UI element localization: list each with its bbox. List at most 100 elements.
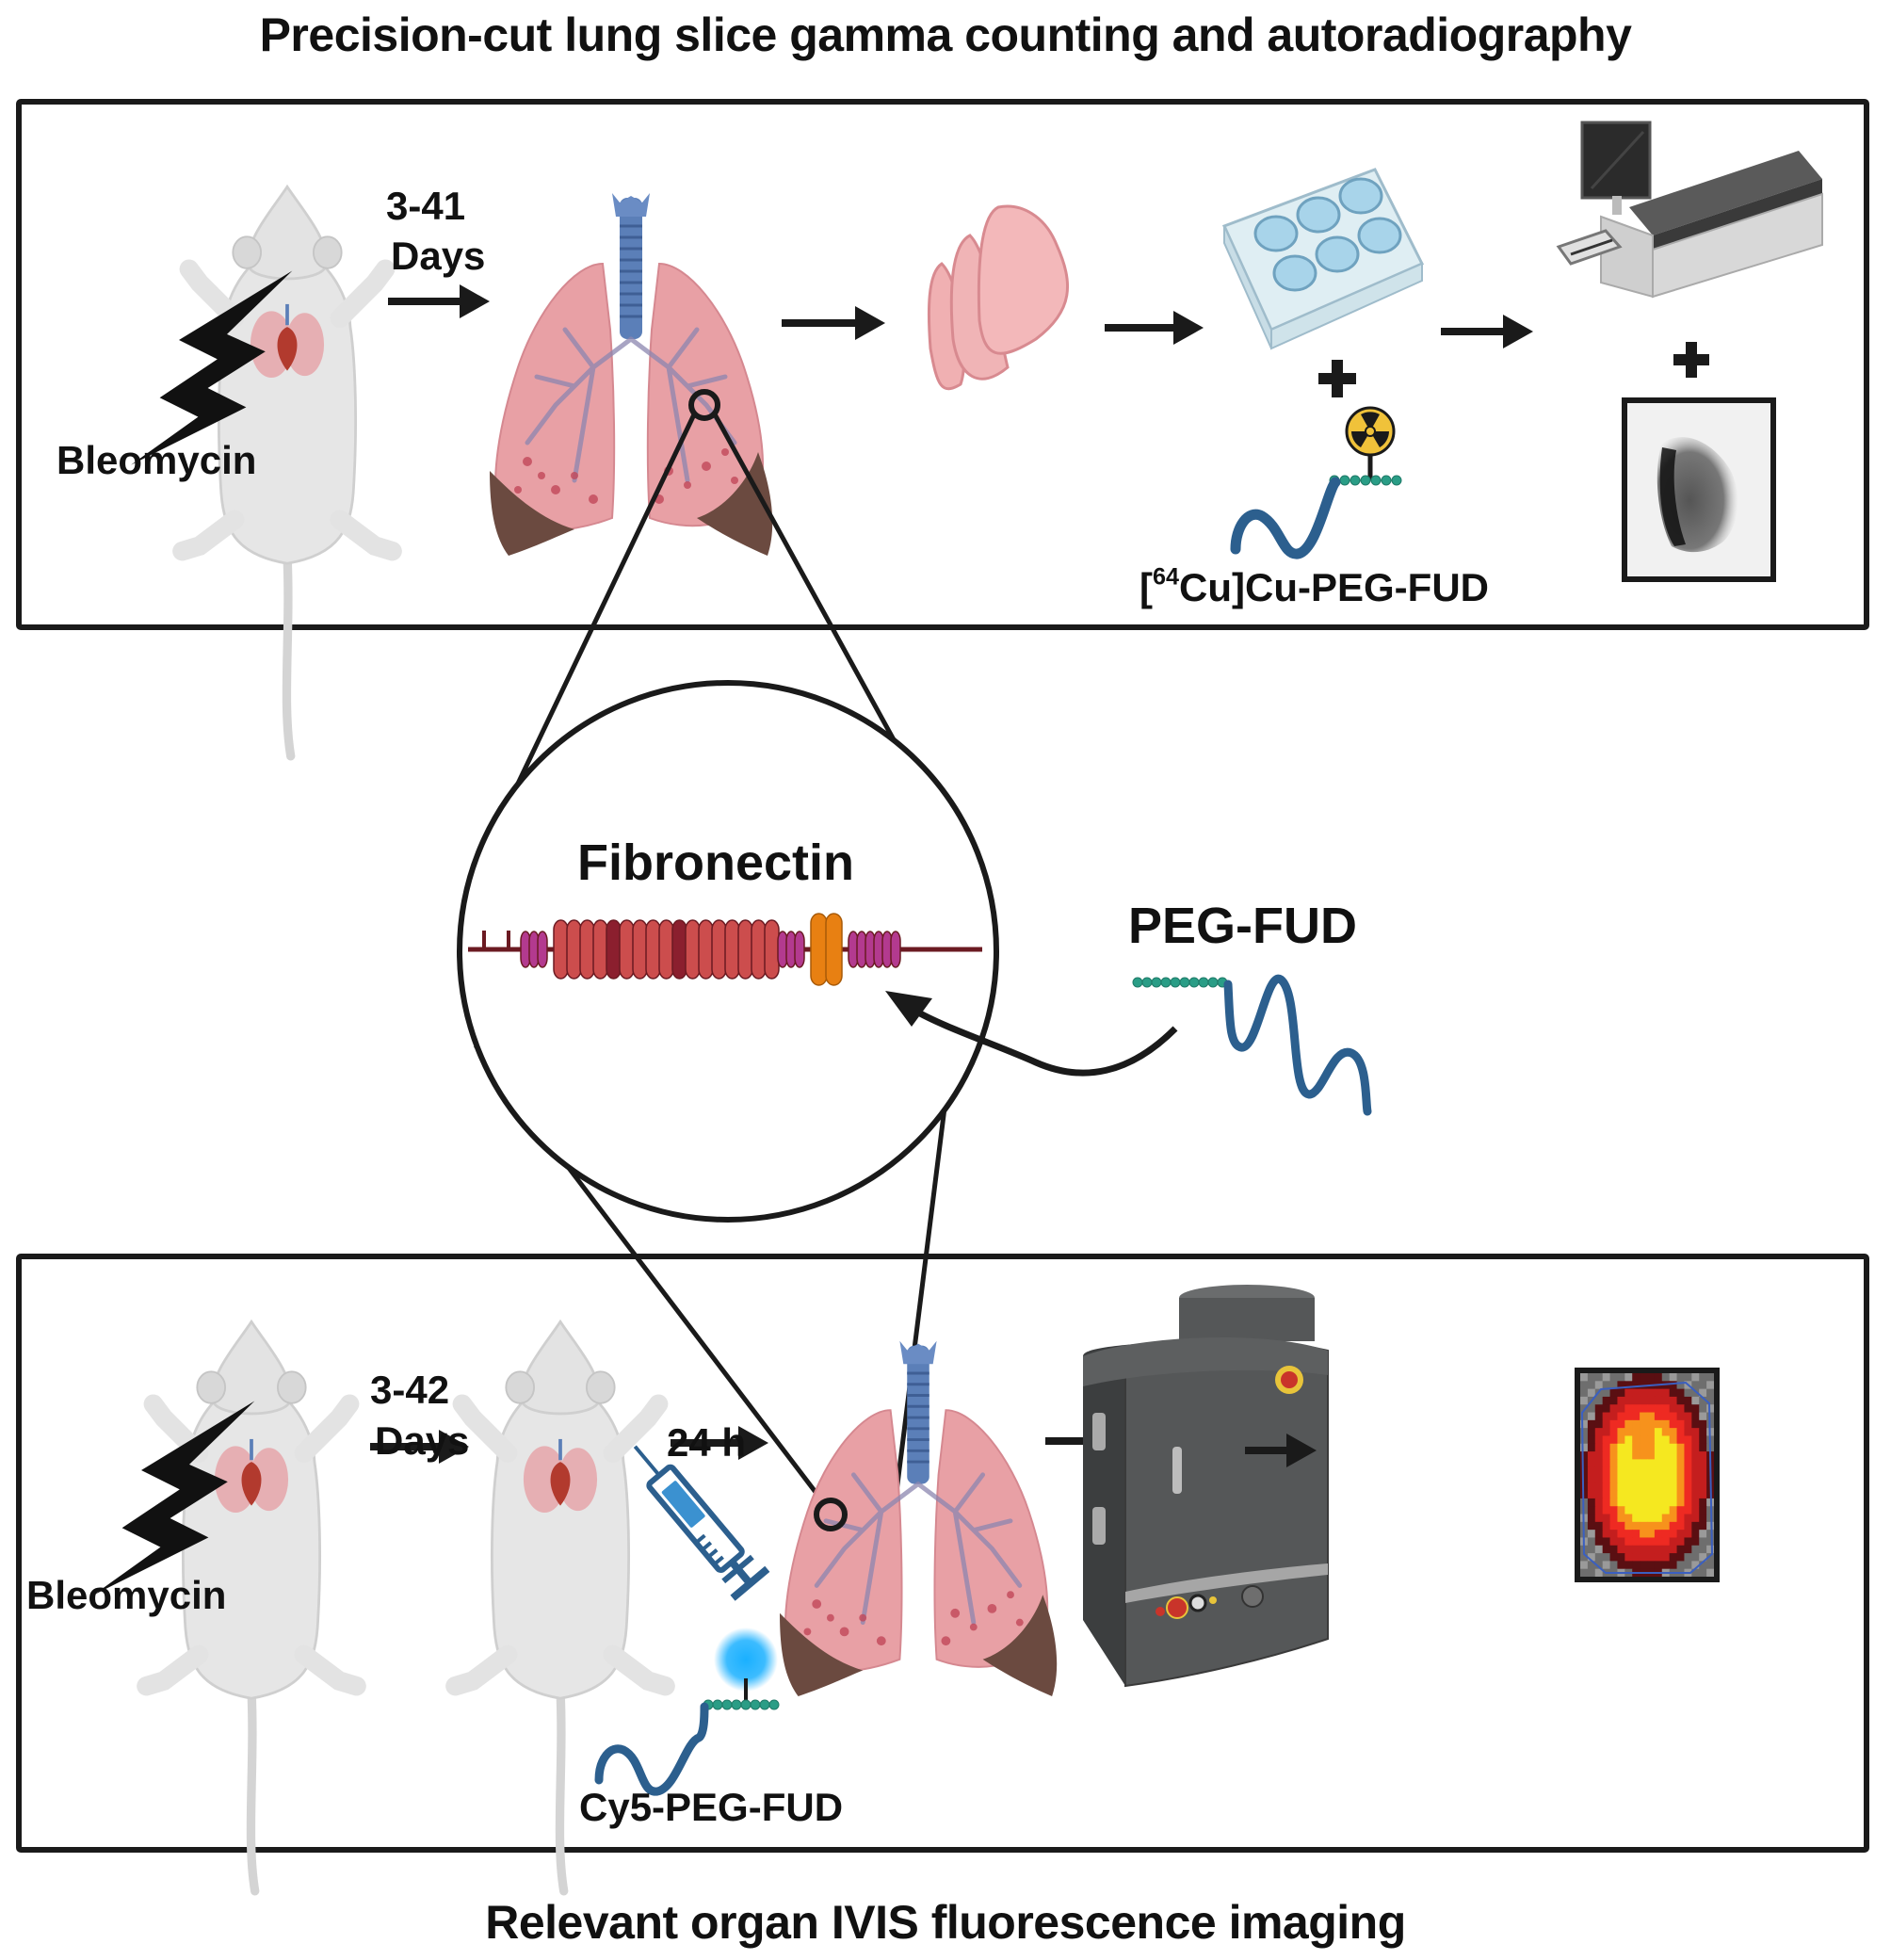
- heatmap-pixel: [1640, 1521, 1648, 1531]
- heatmap-pixel: [1647, 1537, 1656, 1547]
- fibronectin-domain-red: [698, 919, 714, 980]
- heatmap-pixel: [1602, 1490, 1611, 1499]
- heatmap-pixel: [1580, 1435, 1589, 1445]
- heatmap-pixel: [1691, 1561, 1700, 1570]
- heatmap-pixel: [1647, 1373, 1656, 1382]
- heatmap-pixel: [1654, 1373, 1663, 1382]
- heatmap-pixel: [1602, 1506, 1611, 1515]
- heatmap-pixel: [1609, 1514, 1618, 1523]
- arrow-icon: [671, 1426, 768, 1460]
- fibronectin-molecule: [468, 913, 982, 986]
- heatmap-pixel: [1632, 1443, 1640, 1452]
- heatmap-pixel: [1602, 1443, 1611, 1452]
- fibrotic-lungs-bottom: [780, 1341, 1057, 1696]
- fibronectin-domain-red: [737, 919, 753, 980]
- heatmap-pixel: [1669, 1412, 1678, 1421]
- plus-icon: [1318, 360, 1356, 397]
- heatmap-pixel: [1602, 1475, 1611, 1483]
- heatmap-pixel: [1632, 1553, 1640, 1562]
- heatmap-pixel: [1632, 1451, 1640, 1460]
- heatmap-pixel: [1706, 1388, 1715, 1398]
- heatmap-pixel: [1594, 1537, 1604, 1547]
- heatmap-pixel: [1691, 1482, 1700, 1492]
- heatmap-pixel: [1647, 1419, 1656, 1429]
- heatmap-pixel: [1661, 1521, 1671, 1531]
- heatmap-pixel: [1676, 1506, 1685, 1515]
- heatmap-pixel: [1632, 1537, 1640, 1547]
- heatmap-pixel: [1594, 1373, 1604, 1382]
- heatmap-pixel: [1691, 1514, 1700, 1523]
- heatmap-pixel: [1676, 1428, 1685, 1436]
- bleomycin-label-bottom: Bleomycin: [26, 1573, 227, 1617]
- heatmap-pixel: [1594, 1482, 1604, 1492]
- heatmap-pixel: [1624, 1459, 1633, 1468]
- heatmap-pixel: [1632, 1419, 1640, 1429]
- heatmap-pixel: [1647, 1475, 1656, 1483]
- heatmap-pixel: [1676, 1490, 1685, 1499]
- lung-slices-icon: [927, 204, 1070, 391]
- heatmap-pixel: [1684, 1521, 1692, 1531]
- plus-icon: [1673, 342, 1709, 378]
- heatmap-pixel: [1594, 1561, 1604, 1570]
- heatmap-pixel: [1609, 1498, 1618, 1507]
- duration-label-top-line2: Days: [391, 234, 486, 278]
- top-panel-frame: [16, 99, 1869, 630]
- heatmap-pixel: [1691, 1443, 1700, 1452]
- isotope-superscript: 64: [1153, 563, 1180, 591]
- heatmap-pixel: [1676, 1475, 1685, 1483]
- heatmap-pixel: [1676, 1530, 1685, 1538]
- heatmap-pixel: [1661, 1419, 1671, 1429]
- heatmap-pixel: [1661, 1428, 1671, 1436]
- heatmap-pixel: [1676, 1521, 1685, 1531]
- heatmap-pixel: [1594, 1490, 1604, 1499]
- heatmap-pixel: [1617, 1521, 1625, 1531]
- heatmap-pixel: [1632, 1373, 1640, 1382]
- heatmap-pixel: [1647, 1435, 1656, 1445]
- heatmap-pixel: [1699, 1545, 1707, 1554]
- tracer-bracket: [: [1139, 565, 1153, 609]
- heatmap-pixel: [1706, 1568, 1715, 1578]
- heatmap-pixel: [1691, 1428, 1700, 1436]
- heatmap-pixel: [1609, 1506, 1618, 1515]
- zoom-region-marker: [814, 1498, 848, 1531]
- heatmap-pixel: [1617, 1530, 1625, 1538]
- heatmap-pixel: [1669, 1482, 1678, 1492]
- heatmap-pixel: [1602, 1435, 1611, 1445]
- heatmap-pixel: [1632, 1412, 1640, 1421]
- heatmap-pixel: [1632, 1514, 1640, 1523]
- heatmap-pixel: [1669, 1459, 1678, 1468]
- heatmap-pixel: [1617, 1514, 1625, 1523]
- heatmap-pixel: [1624, 1404, 1633, 1414]
- heatmap-pixel: [1654, 1475, 1663, 1483]
- heatmap-pixel: [1699, 1475, 1707, 1483]
- heatmap-pixel: [1684, 1443, 1692, 1452]
- heatmap-pixel: [1691, 1404, 1700, 1414]
- heatmap-pixel: [1684, 1404, 1692, 1414]
- heatmap-pixel: [1669, 1396, 1678, 1405]
- heatmap-pixel: [1661, 1412, 1671, 1421]
- heatmap-pixel: [1654, 1443, 1663, 1452]
- heatmap-pixel: [1661, 1466, 1671, 1476]
- heatmap-pixel: [1617, 1396, 1625, 1405]
- arrow-icon: [388, 284, 490, 318]
- heatmap-pixel: [1691, 1388, 1700, 1398]
- heatmap-pixel: [1661, 1451, 1671, 1460]
- heatmap-pixel: [1647, 1561, 1656, 1570]
- heatmap-pixel: [1624, 1388, 1633, 1398]
- heatmap-pixel: [1640, 1498, 1648, 1507]
- heatmap-pixel: [1587, 1537, 1596, 1547]
- heatmap-pixel: [1617, 1419, 1625, 1429]
- heatmap-pixel: [1624, 1428, 1633, 1436]
- heatmap-pixel: [1609, 1381, 1618, 1390]
- heatmap-pixel: [1676, 1545, 1685, 1554]
- autoradiograph-image: [1622, 397, 1776, 582]
- fibronectin-domain-red: [632, 919, 648, 980]
- heatmap-pixel: [1691, 1490, 1700, 1499]
- heatmap-frame: [1575, 1368, 1720, 1582]
- heatmap-pixel: [1594, 1521, 1604, 1531]
- fibronectin-domain-magenta: [537, 931, 548, 968]
- heatmap-pixel: [1706, 1521, 1715, 1531]
- heatmap-pixel: [1684, 1498, 1692, 1507]
- heatmap-pixel: [1617, 1373, 1625, 1382]
- heatmap-pixel: [1609, 1537, 1618, 1547]
